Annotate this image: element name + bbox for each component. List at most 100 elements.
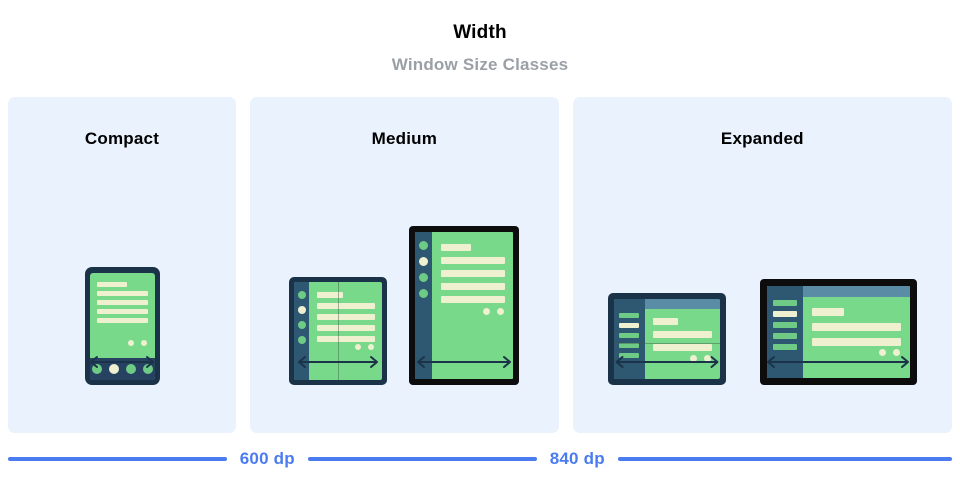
panel-title-medium: Medium [371,129,438,148]
foldable-screen [294,282,383,380]
action-dots [689,355,711,362]
content-line [652,331,712,338]
device-tablet-portrait [409,226,520,385]
content-line [317,314,376,320]
content-line [441,244,471,251]
action-dots [878,349,900,356]
action-dot[interactable] [689,355,697,362]
device-group-medium [250,165,559,433]
phone-content [90,273,155,380]
bottom-nav-item[interactable] [125,364,136,374]
content-line [441,257,506,264]
rail-item[interactable] [297,321,306,329]
rail-item-selected[interactable] [419,257,429,266]
foldable-landscape-screen [613,299,720,379]
drawer-item[interactable] [619,333,640,338]
resize-arrow-icon [767,356,910,368]
drawer-item[interactable] [772,322,797,328]
tablet-landscape-content [802,286,910,378]
size-class-panels: Compact [8,97,952,433]
resize-arrow-icon [298,356,379,368]
fold-crease [613,343,720,344]
rail-item[interactable] [297,291,306,299]
content-line [652,344,712,351]
breakpoint-scale: 600 dp 840 dp [8,449,952,468]
bottom-nav-item[interactable] [91,364,102,374]
action-dot[interactable] [497,308,505,315]
rail-item[interactable] [419,289,429,298]
content-line [96,282,128,287]
drawer-item[interactable] [619,313,640,318]
drawer-item[interactable] [772,300,797,306]
tablet-action-dots [483,308,505,315]
device-slot-tablet-portrait [409,226,520,385]
action-dot[interactable] [703,355,711,362]
device-slot-tablet-landscape [759,279,917,385]
top-app-bar [644,299,720,309]
drawer-item-selected[interactable] [619,323,640,328]
panel-compact: Compact [8,97,236,433]
page-title: Width [453,22,507,43]
scale-rule [617,457,952,461]
content-line [811,338,901,346]
rail-item[interactable] [419,273,429,282]
drawer-item[interactable] [619,353,640,358]
tablet-portrait-screen [415,232,514,379]
action-dot[interactable] [355,344,362,350]
resize-arrow-icon [90,356,154,368]
breakpoint-label-600: 600 dp [239,449,295,468]
content-line [317,292,343,298]
navigation-rail [294,282,310,380]
content-line [96,309,148,314]
device-slot-phone [84,267,160,385]
rail-item[interactable] [419,241,429,250]
content-line [441,270,506,277]
action-dot[interactable] [483,308,491,315]
content-line [811,323,901,331]
drawer-item[interactable] [772,344,797,350]
drawer-item[interactable] [772,333,797,339]
device-slot-foldable-portrait [289,277,388,385]
content-line [96,291,148,296]
breakpoint-label-840: 840 dp [549,449,605,468]
content-line [441,296,506,303]
action-dot[interactable] [368,344,375,350]
drawer-item[interactable] [619,343,640,348]
page-subtitle: Window Size Classes [391,55,569,74]
rail-item[interactable] [297,336,306,344]
navigation-drawer [613,299,645,379]
navigation-rail [415,232,433,379]
page-header: Width Window Size Classes [0,0,960,75]
bottom-nav-item-selected[interactable] [108,364,119,374]
action-dot[interactable] [140,340,147,346]
panel-title-compact: Compact [84,129,160,148]
panel-medium: Medium [250,97,559,433]
content-line [441,283,506,290]
drawer-item-selected[interactable] [772,311,797,317]
device-group-compact [8,165,236,433]
foldable-content [309,282,382,380]
foldable-action-dots [355,344,375,350]
rail-item-selected[interactable] [297,306,306,314]
phone-bottom-nav [89,358,155,380]
device-foldable-portrait [289,277,388,385]
device-foldable-landscape [607,293,726,385]
tablet-portrait-content [432,232,513,379]
content-line [317,336,376,342]
fold-crease [338,282,340,380]
action-dot[interactable] [127,340,134,346]
action-dot[interactable] [892,349,900,356]
content-line [317,325,376,331]
bottom-nav-item[interactable] [142,364,153,374]
foldable-landscape-content [644,299,720,379]
content-line [811,308,844,316]
action-dot[interactable] [878,349,886,356]
scale-rule [8,457,227,461]
content-line [96,318,148,323]
panel-title-expanded: Expanded [720,129,804,148]
device-tablet-landscape [759,279,917,385]
device-phone [84,267,160,385]
panel-expanded: Expanded [572,97,952,433]
device-slot-foldable-landscape [607,293,726,385]
phone-action-dots [127,340,147,346]
